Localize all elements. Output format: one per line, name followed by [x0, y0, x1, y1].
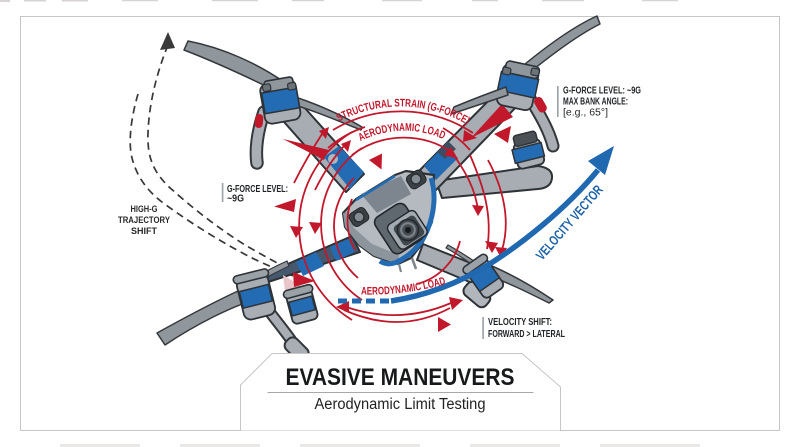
svg-text:~9G: ~9G [227, 194, 244, 205]
svg-text:G-FORCE LEVEL: ~9G: G-FORCE LEVEL: ~9G [563, 86, 641, 97]
svg-text:[e.g., 65°]: [e.g., 65°] [563, 108, 608, 119]
svg-text:TRAJECTORY: TRAJECTORY [118, 215, 171, 225]
svg-text:VELOCITY SHIFT:: VELOCITY SHIFT: [488, 317, 552, 328]
svg-text:FORWARD > LATERAL: FORWARD > LATERAL [488, 329, 565, 340]
svg-text:MAX BANK ANGLE:: MAX BANK ANGLE: [563, 97, 628, 108]
svg-text:EVASIVE MANEUVERS: EVASIVE MANEUVERS [286, 364, 515, 391]
svg-text:HIGH-G: HIGH-G [131, 204, 158, 214]
svg-text:Aerodynamic Limit Testing: Aerodynamic Limit Testing [315, 396, 486, 413]
svg-text:SHIFT: SHIFT [131, 226, 157, 236]
svg-text:G-FORCE LEVEL:: G-FORCE LEVEL: [227, 184, 288, 195]
